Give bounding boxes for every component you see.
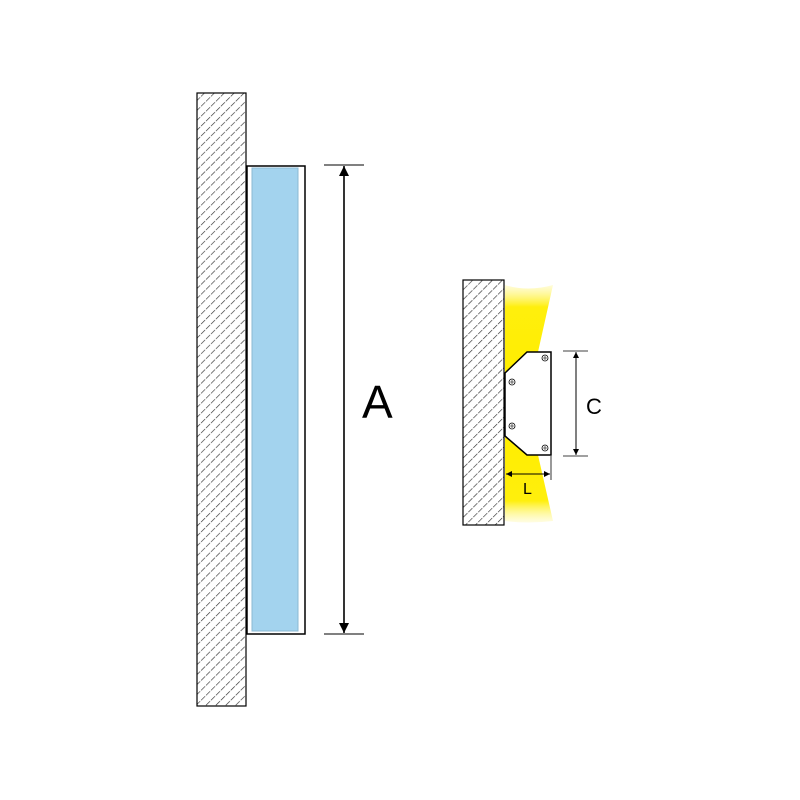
wall-washer-fixture	[504, 351, 552, 456]
screw-icon	[508, 422, 516, 430]
dimension-c-label: C	[586, 394, 602, 419]
side-view: C L	[462, 279, 602, 526]
screw-icon	[541, 444, 549, 452]
screw-icon	[541, 354, 549, 362]
light-panel	[246, 165, 306, 635]
wall-left	[196, 92, 247, 707]
dimension-l: L	[506, 456, 552, 498]
fixture-body	[504, 351, 552, 456]
dimension-a-label: A	[362, 376, 393, 428]
dimension-c: C	[563, 350, 602, 457]
screw-icon	[508, 378, 516, 386]
front-view: A	[196, 92, 393, 707]
wall-right	[462, 279, 505, 526]
light-beam-down	[505, 436, 553, 523]
dimension-a: A	[324, 164, 393, 635]
panel-glass	[251, 167, 299, 632]
light-beam-up	[505, 285, 553, 373]
dimension-l-label: L	[523, 481, 532, 498]
